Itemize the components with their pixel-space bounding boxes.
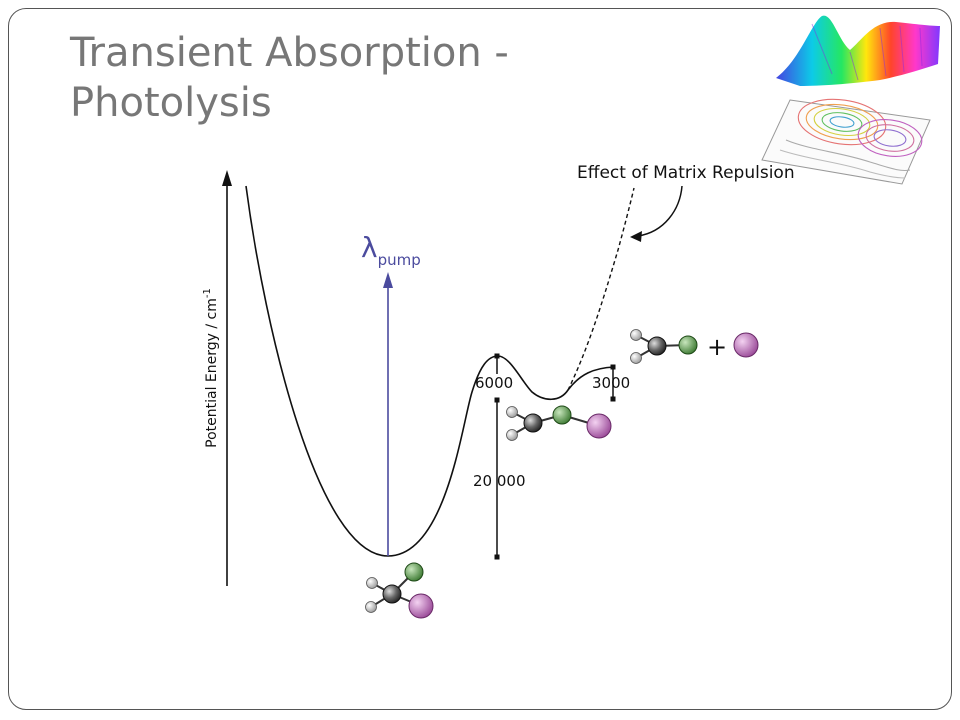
matrix-repulsion-arrowhead xyxy=(630,231,642,242)
barrier-bar xyxy=(494,353,500,374)
molecule-intermediate xyxy=(506,405,612,441)
dissociation-bar xyxy=(610,364,616,402)
title-line-2: Photolysis xyxy=(70,80,272,126)
molecule-ground-state xyxy=(365,562,434,619)
slide-title: Transient Absorption - Photolysis xyxy=(70,28,630,128)
well-depth-label: 20 000 xyxy=(473,472,526,490)
free-atom xyxy=(733,332,759,358)
potential-surface-image xyxy=(761,15,940,185)
matrix-repulsion-arrow xyxy=(637,185,683,237)
title-line-1: Transient Absorption - xyxy=(70,30,509,76)
pump-arrow xyxy=(383,272,393,556)
barrier-label: 6000 xyxy=(475,374,513,392)
matrix-repulsion-label: Effect of Matrix Repulsion xyxy=(577,163,795,183)
dissociation-label: 3000 xyxy=(592,374,630,392)
pump-label: λpump xyxy=(361,231,421,269)
molecule-products xyxy=(630,329,698,364)
matrix-repulsion-dashed-curve xyxy=(567,187,635,391)
y-axis-label: Potential Energy / cm-1 xyxy=(202,288,220,448)
potential-energy-curve xyxy=(245,185,615,557)
well-depth-bar xyxy=(494,397,500,560)
plus-sign: + xyxy=(707,333,727,361)
y-axis xyxy=(222,170,232,586)
